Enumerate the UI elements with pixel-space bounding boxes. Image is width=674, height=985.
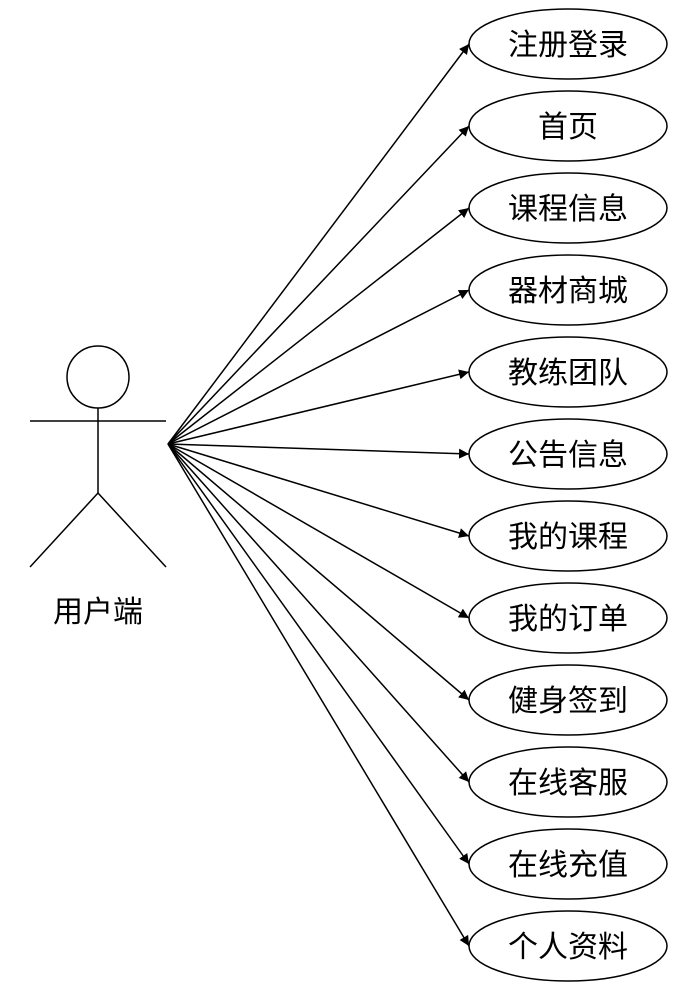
use-case-label: 注册登录 [508, 28, 628, 63]
use-case-ellipse [468, 418, 668, 490]
use-cases: 注册登录首页课程信息器材商城教练团队公告信息我的课程我的订单健身签到在线客服在线… [468, 8, 668, 982]
use-case-label: 我的课程 [508, 520, 628, 555]
association-arrow [167, 289, 470, 445]
association-arrow [167, 443, 470, 619]
connectors [167, 43, 470, 947]
use-case-label: 在线客服 [508, 766, 628, 801]
association-arrow [167, 443, 470, 538]
use-case: 个人资料 [468, 910, 668, 982]
use-case: 我的课程 [468, 500, 668, 572]
use-case-label: 我的订单 [508, 602, 628, 637]
association-arrow [167, 443, 470, 865]
use-case-label: 个人资料 [508, 930, 628, 965]
use-case: 器材商城 [468, 254, 668, 326]
association-arrow [167, 443, 470, 701]
association-arrow [167, 443, 470, 783]
use-case-ellipse [468, 90, 668, 162]
actor-head [66, 345, 130, 409]
use-case: 注册登录 [468, 8, 668, 80]
association-arrow [167, 443, 470, 947]
use-case-ellipse [468, 254, 668, 326]
use-case-ellipse [468, 828, 668, 900]
association-arrow [167, 207, 470, 445]
use-case-ellipse [468, 8, 668, 80]
actor: 用户端 [29, 345, 167, 630]
use-case-label: 健身签到 [508, 684, 628, 719]
use-case-ellipse [468, 172, 668, 244]
use-case-ellipse [468, 500, 668, 572]
use-case: 在线充值 [468, 828, 668, 900]
use-case-label: 课程信息 [508, 192, 628, 227]
use-case: 我的订单 [468, 582, 668, 654]
use-case-label: 首页 [538, 110, 598, 145]
actor-right-leg [97, 492, 167, 568]
association-arrow [167, 125, 470, 445]
use-case-ellipse [468, 582, 668, 654]
use-case: 教练团队 [468, 336, 668, 408]
use-case-label: 器材商城 [508, 274, 628, 309]
use-case: 健身签到 [468, 664, 668, 736]
use-case: 课程信息 [468, 172, 668, 244]
use-case: 公告信息 [468, 418, 668, 490]
association-arrow [167, 443, 470, 459]
association-arrow [167, 369, 470, 445]
use-case-label: 教练团队 [508, 356, 628, 391]
use-case: 在线客服 [468, 746, 668, 818]
association-arrow [167, 43, 470, 445]
use-case-label: 公告信息 [508, 438, 628, 473]
use-case-ellipse [468, 910, 668, 982]
actor-label: 用户端 [53, 595, 143, 630]
use-case: 首页 [468, 90, 668, 162]
use-case-ellipse [468, 336, 668, 408]
actor-left-leg [29, 492, 99, 568]
use-case-ellipse [468, 746, 668, 818]
use-case-label: 在线充值 [508, 848, 628, 883]
use-case-ellipse [468, 664, 668, 736]
